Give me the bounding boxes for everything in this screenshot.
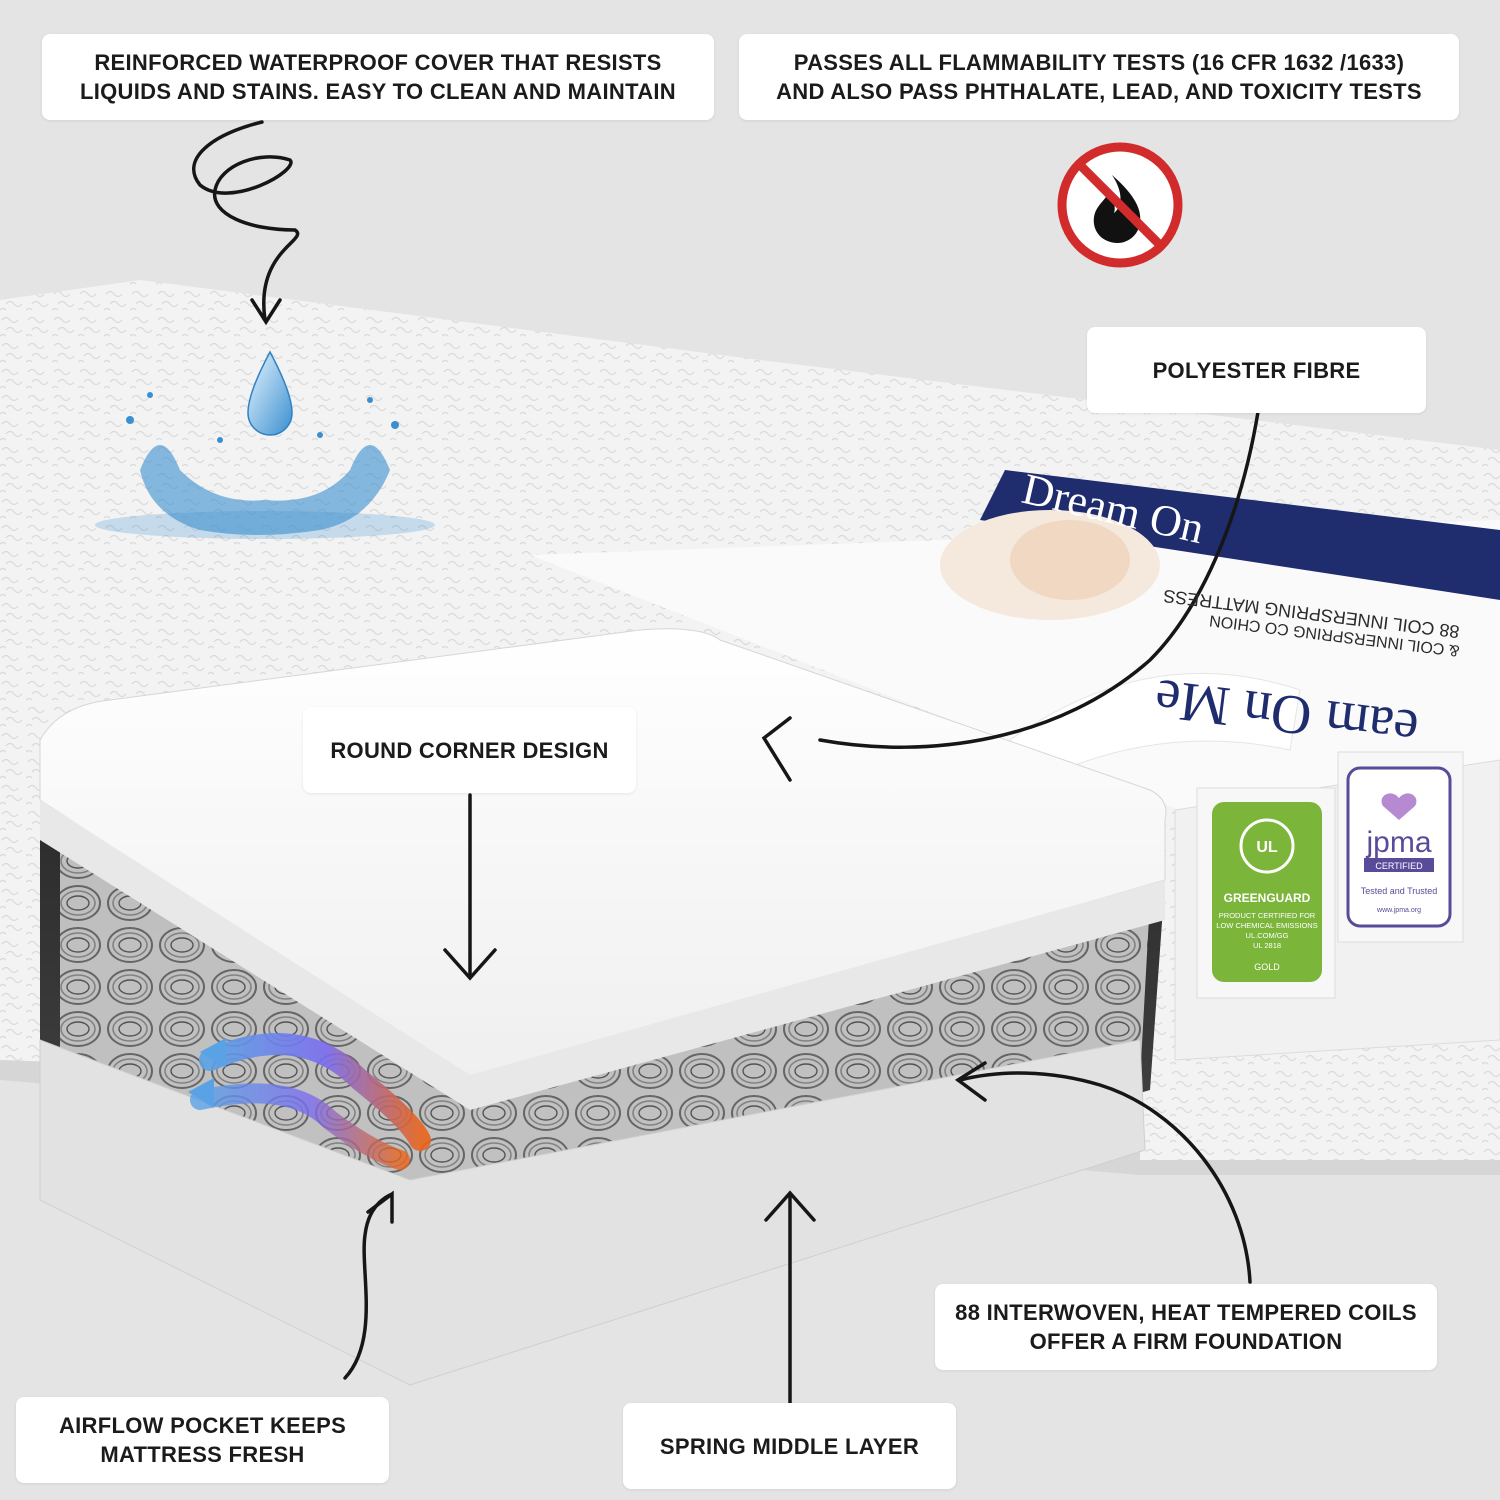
callout-flammability: PASSES ALL FLAMMABILITY TESTS (16 CFR 16… bbox=[739, 34, 1459, 120]
jpma-logo: jpma bbox=[1365, 826, 1431, 859]
callout-round-corner-text: ROUND CORNER DESIGN bbox=[330, 737, 609, 763]
greenguard-level: GOLD bbox=[1254, 962, 1280, 972]
callout-airflow-text: AIRFLOW POCKET KEEPS MATTRESS FRESH bbox=[58, 1413, 347, 1467]
callout-round-corner: ROUND CORNER DESIGN bbox=[303, 707, 636, 793]
greenguard-line3: UL.COM/GG bbox=[1246, 931, 1289, 940]
greenguard-line1: PRODUCT CERTIFIED FOR bbox=[1219, 911, 1316, 920]
callout-airflow: AIRFLOW POCKET KEEPS MATTRESS FRESH bbox=[16, 1397, 389, 1483]
ul-logo: UL bbox=[1256, 839, 1278, 856]
water-drop-splash-icon bbox=[95, 350, 435, 539]
jpma-certified: CERTIFIED bbox=[1375, 861, 1423, 871]
greenguard-title: GREENGUARD bbox=[1224, 891, 1311, 905]
airflow-arrows-icon bbox=[188, 1033, 431, 1170]
callout-waterproof: REINFORCED WATERPROOF COVER THAT RESISTS… bbox=[42, 34, 714, 120]
callout-waterproof-text: REINFORCED WATERPROOF COVER THAT RESISTS… bbox=[79, 50, 676, 104]
connector-arrows bbox=[192, 120, 1260, 1412]
jpma-tagline: Tested and Trusted bbox=[1361, 886, 1438, 896]
bottom-foam bbox=[39, 1039, 1146, 1386]
callout-polyester-text: POLYESTER FIBRE bbox=[1152, 357, 1361, 383]
jpma-site: www.jpma.org bbox=[1376, 907, 1421, 914]
callout-spring-text: SPRING MIDDLE LAYER bbox=[659, 1433, 920, 1459]
callout-coils-text: 88 INTERWOVEN, HEAT TEMPERED COILS OFFER… bbox=[955, 1300, 1417, 1354]
no-flame-icon bbox=[1057, 142, 1183, 268]
callout-polyester: POLYESTER FIBRE bbox=[1087, 327, 1426, 413]
callout-coils: 88 INTERWOVEN, HEAT TEMPERED COILS OFFER… bbox=[935, 1284, 1437, 1370]
greenguard-line2: LOW CHEMICAL EMISSIONS bbox=[1216, 921, 1317, 930]
callout-flammability-text: PASSES ALL FLAMMABILITY TESTS (16 CFR 16… bbox=[776, 50, 1422, 104]
greenguard-line4: UL 2818 bbox=[1253, 941, 1281, 950]
callout-spring: SPRING MIDDLE LAYER bbox=[623, 1403, 956, 1489]
